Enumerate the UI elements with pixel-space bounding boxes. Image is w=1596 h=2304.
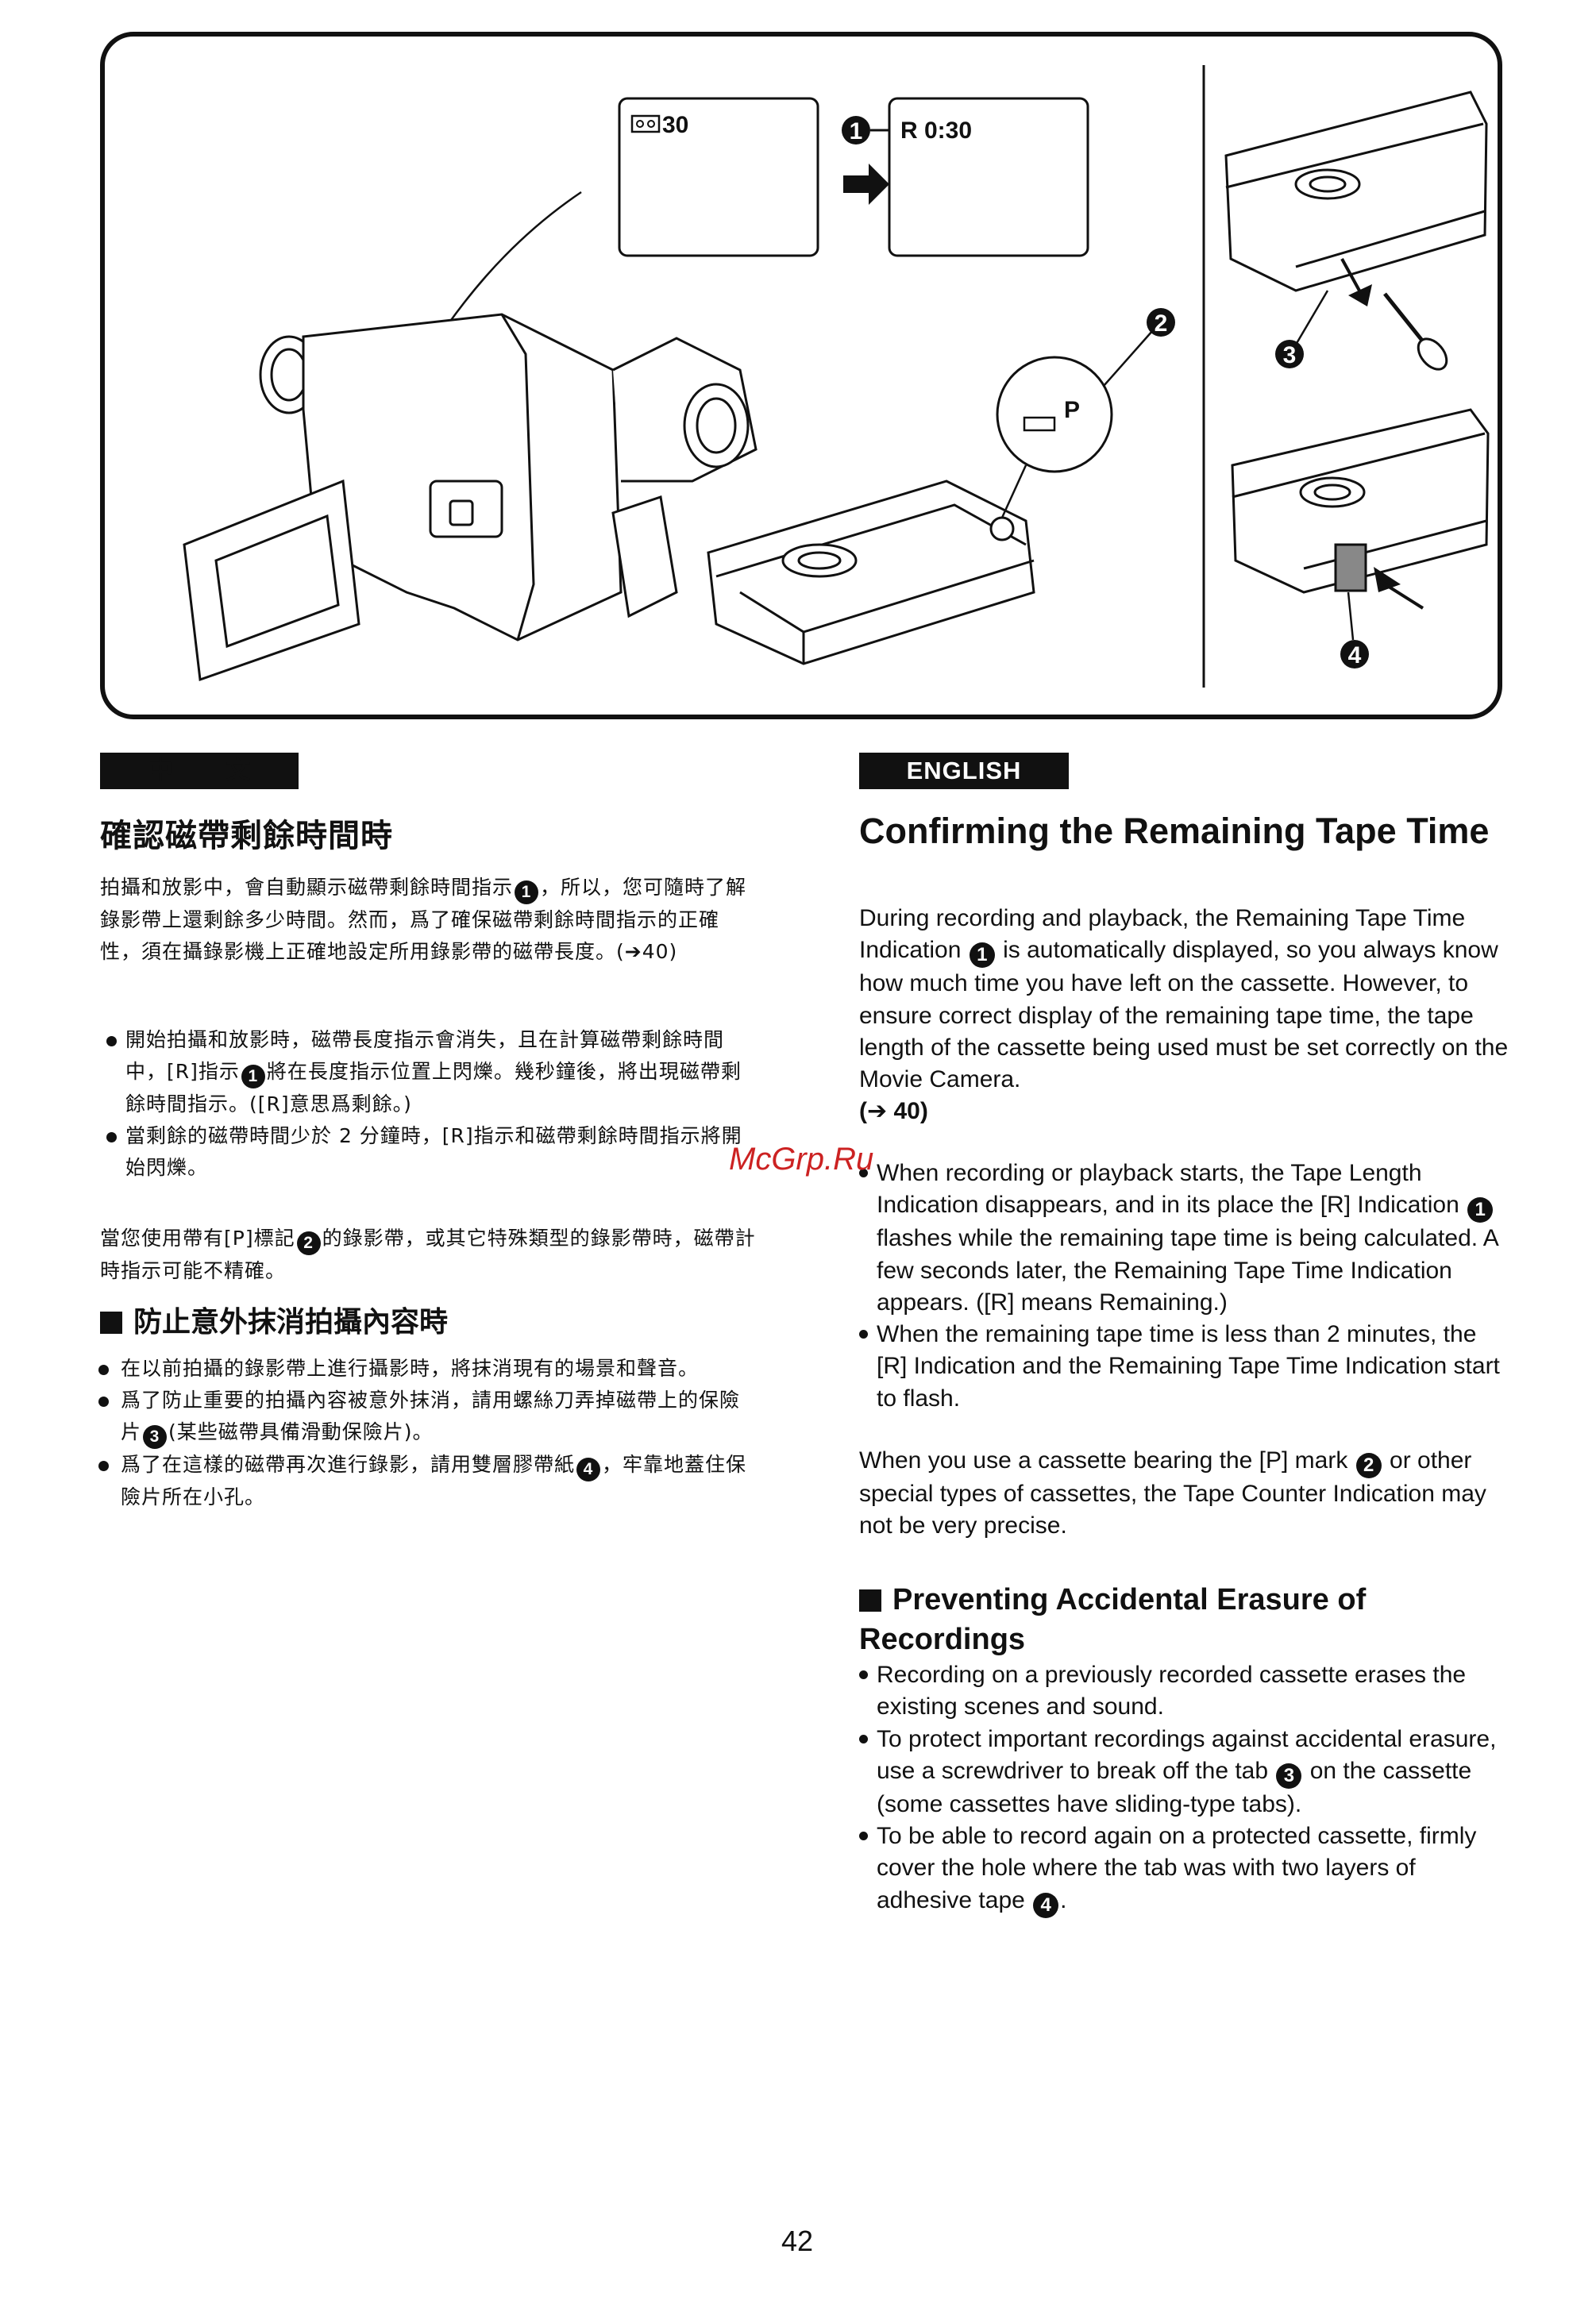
- callout-4-label: 4: [1348, 642, 1362, 668]
- illustration-panel: 30 1 R 0:30: [100, 32, 1502, 719]
- list-item: 當剩餘的磁帶時間少於 2 分鐘時，[R]指示和磁帶剩餘時間指示將開始閃爍。: [105, 1120, 761, 1184]
- adhesive-tape-patch: [1334, 543, 1367, 592]
- zh-subheading: 防止意外抹消拍攝內容時: [100, 1299, 448, 1340]
- list-item: When recording or playback starts, the T…: [859, 1158, 1510, 1319]
- en-subheading: Preventing Accidental Erasure of Recordi…: [859, 1583, 1367, 1656]
- callout-3-icon: 3: [143, 1425, 168, 1449]
- callout-4-icon: 4: [1033, 1892, 1059, 1918]
- zh-title: 確認磁帶剩餘時間時: [100, 818, 393, 854]
- lcd-screen-after: [888, 97, 1089, 257]
- lcd-before-text: 30: [662, 112, 688, 138]
- en-bullet-list-2: Recording on a previously recorded casse…: [859, 1659, 1510, 1918]
- lcd-screen-before: [618, 97, 819, 257]
- arrow-down-icon: [1348, 284, 1372, 306]
- screwdriver-icon: [1417, 337, 1448, 371]
- list-item: When the remaining tape time is less tha…: [859, 1319, 1510, 1415]
- cassette-icon: [630, 114, 661, 133]
- section-bar-english: ENGLISH: [859, 753, 1069, 789]
- callout-1-label: 1: [850, 118, 863, 144]
- callout-1-circle: [842, 116, 870, 144]
- cassette-tab-break-drawing: [1224, 91, 1488, 292]
- en-cassette-note: When you use a cassette bearing the [P] …: [859, 1447, 1486, 1539]
- section-bar-chinese: 中 文: [100, 753, 299, 789]
- page-reference: (➔ 40): [859, 1098, 928, 1125]
- zh-bullet-list-2: 在以前拍攝的錄影帶上進行攝影時，將抹消現有的場景和聲音。 爲了防止重要的拍攝內容…: [92, 1353, 759, 1513]
- callout-2-label: 2: [1155, 310, 1168, 337]
- callout-3-icon: 3: [1276, 1763, 1302, 1789]
- list-item: Recording on a previously recorded casse…: [859, 1659, 1510, 1724]
- callout-4-circle: [1340, 640, 1369, 668]
- callout-3-circle: [1275, 340, 1304, 368]
- arrow-right-icon: [843, 164, 889, 205]
- camcorder-cassette-illustration: 30 1 R 0:30: [183, 65, 1490, 688]
- arrow-left-icon: [1374, 567, 1401, 592]
- callout-2-circle: [1147, 308, 1175, 337]
- camcorder-drawing: [183, 313, 758, 682]
- callout-1-icon: 1: [241, 1065, 265, 1088]
- watermark-text: McGrp.Ru: [729, 1142, 874, 1177]
- callout-2-icon: 2: [296, 1231, 321, 1255]
- list-item: To protect important recordings against …: [859, 1724, 1510, 1821]
- p-mark-box-icon: [1023, 416, 1056, 432]
- page-number: 42: [781, 2225, 814, 2257]
- callout-1-icon: 1: [1467, 1197, 1494, 1223]
- lcd-after-text: R 0:30: [900, 118, 972, 144]
- cassette-p-spot: [989, 516, 1015, 541]
- callout-2-icon: 2: [1355, 1453, 1382, 1478]
- list-item: To be able to record again on a protecte…: [859, 1820, 1510, 1918]
- p-mark-magnifier: [996, 356, 1113, 473]
- callout-1-icon: 1: [969, 942, 995, 969]
- callout-4-icon: 4: [576, 1458, 601, 1481]
- cassette-drawing: [707, 480, 1035, 665]
- list-item: 在以前拍攝的錄影帶上進行攝影時，將抹消現有的場景和聲音。: [92, 1353, 759, 1385]
- square-bullet-icon: [100, 1312, 122, 1334]
- callout-1-icon: 1: [515, 880, 539, 904]
- p-mark-label: P: [1064, 397, 1080, 423]
- en-title: Confirming the Remaining Tape Time: [859, 811, 1490, 851]
- en-bullet-list-1: When recording or playback starts, the T…: [859, 1158, 1510, 1415]
- cassette-tape-cover-drawing: [1231, 408, 1490, 594]
- callout-3-label: 3: [1283, 342, 1297, 368]
- en-intro-paragraph: During recording and playback, the Remai…: [859, 905, 1509, 1125]
- square-bullet-icon: [859, 1589, 881, 1612]
